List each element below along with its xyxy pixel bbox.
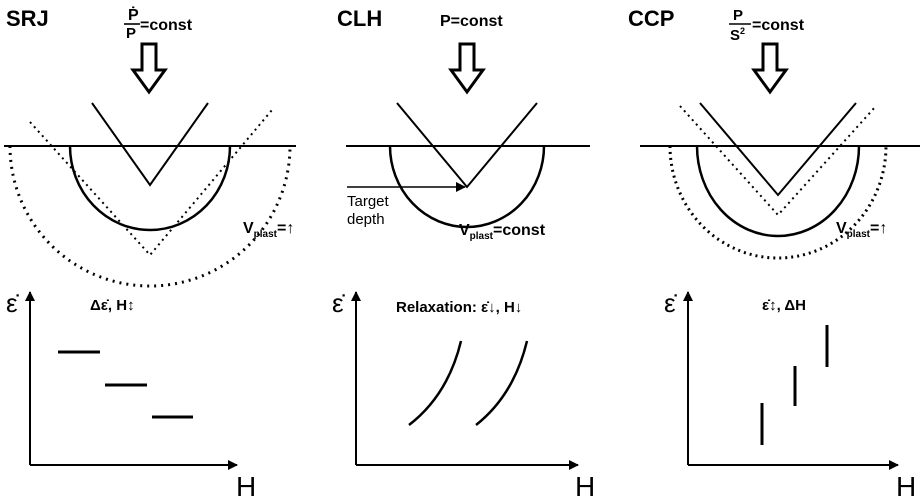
relaxation-curve-1 <box>408 340 463 426</box>
control-denominator-ccp: S2 <box>730 26 745 44</box>
y-axis-label-clh: ε̇ <box>332 288 346 318</box>
panel-srj: SRJ Ṗ P =const Vplast=↑ Δε̇, H↕ ε̇ H <box>4 6 296 499</box>
y-axis-label-srj: ε̇ <box>6 288 20 318</box>
indenter-dotted-ccp <box>679 105 877 217</box>
x-axis-label-ccp: H <box>896 471 916 499</box>
volume-label-ccp: Vplast=↑ <box>836 220 887 240</box>
control-numerator-srj: Ṗ <box>128 6 139 24</box>
plastic-zone-clh <box>388 145 546 229</box>
control-suffix-ccp: =const <box>752 17 805 34</box>
panel-ccp: CCP P S2 =const Vplast=↑ ε̇↕, ΔH ε̇ H <box>628 6 920 499</box>
load-arrow-icon-ccp <box>751 42 789 95</box>
x-axis-label-srj: H <box>236 471 256 499</box>
plot-caption-clh: Relaxation: ε̇↓, H↓ <box>396 299 522 316</box>
target-depth-label-line1: Target <box>347 193 390 210</box>
control-denominator-srj: P <box>126 25 136 42</box>
control-numerator-ccp: P <box>733 7 743 24</box>
plot-caption-ccp: ε̇↕, ΔH <box>762 297 806 314</box>
plastic-zone-ccp <box>695 145 861 238</box>
method-title-srj: SRJ <box>6 6 49 31</box>
control-text-clh: P=const <box>440 13 503 30</box>
y-axis-label-ccp: ε̇ <box>664 288 678 318</box>
plot-caption-srj: Δε̇, H↕ <box>90 297 135 314</box>
panel-clh: CLH P=const Target depth Vplast=const Re… <box>332 6 595 499</box>
target-depth-label-line2: depth <box>347 211 385 228</box>
indenter-ccp <box>699 102 857 197</box>
plastic-zone-dotted-srj <box>8 145 292 288</box>
load-arrow-icon-clh <box>448 42 486 95</box>
x-axis-label-clh: H <box>575 471 595 499</box>
volume-label-clh: Vplast=const <box>459 222 546 242</box>
plastic-zone-dotted-ccp <box>668 145 888 260</box>
volume-label-srj: Vplast=↑ <box>243 220 294 240</box>
method-title-ccp: CCP <box>628 6 674 31</box>
indenter-clh <box>396 102 538 189</box>
relaxation-curve-2 <box>475 340 529 426</box>
method-title-clh: CLH <box>337 6 382 31</box>
control-suffix-srj: =const <box>140 17 193 34</box>
load-arrow-icon-srj <box>130 42 168 95</box>
plastic-zone-srj <box>68 145 232 232</box>
indenter-srj <box>91 102 209 187</box>
